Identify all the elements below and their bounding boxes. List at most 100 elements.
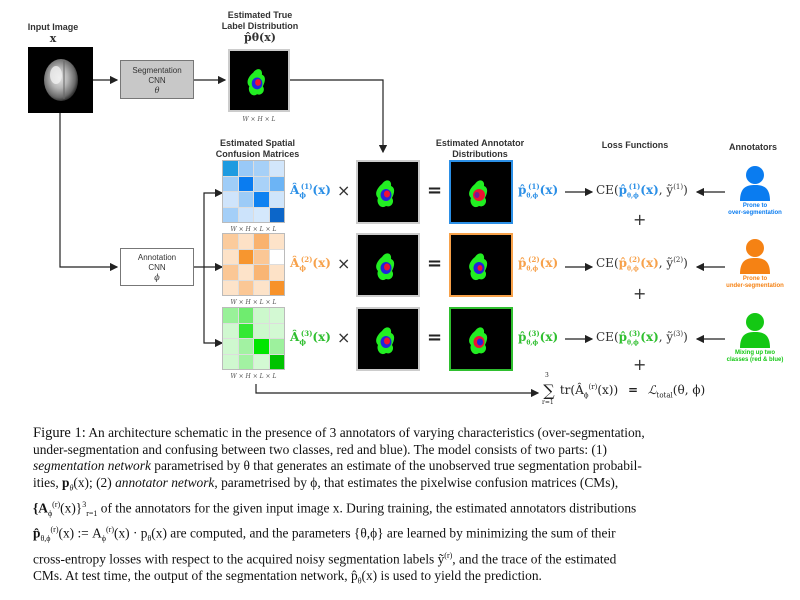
caption-p-hat-sup: (r) (50, 525, 59, 535)
cm-cell (269, 192, 284, 207)
cm-cell (223, 207, 238, 222)
cm-cell (254, 323, 269, 338)
cm-cell (238, 339, 253, 354)
input-image-title: Input Image x (27, 22, 79, 45)
trace-term: tr(Â (559, 383, 584, 397)
annotator-label-2: Prone to under-segmentation (726, 276, 784, 289)
cm-cell (254, 354, 269, 369)
times-sign-1: × (337, 181, 351, 200)
loss-functions-header: Loss Functions (601, 140, 669, 150)
trace-arg: (x)) (597, 383, 619, 397)
seg-red-region (384, 263, 390, 271)
times-sign-3: × (337, 328, 351, 347)
cm-cell (238, 249, 253, 264)
cm-label-1: Âϕ(1)(x) (290, 182, 331, 200)
caption-p2-sub: θ (147, 534, 152, 544)
caption-line-8: CMs. At test time, the output of the seg… (33, 567, 358, 583)
caption-p-hat-sub: θ,ϕ (40, 534, 51, 544)
annotator-distributions-header: Estimated Annotator Distributions (435, 138, 525, 159)
caption-line-7-sup: (r) (444, 550, 453, 560)
cm-cell (223, 234, 238, 249)
caption-line-1: An architecture schematic in the presenc… (88, 425, 645, 440)
true-label-copy-3 (356, 307, 420, 371)
true-label-copy-2 (356, 233, 420, 297)
caption-p-theta: p (62, 474, 70, 490)
confusion-matrix-1 (222, 160, 285, 223)
cm-cell (254, 192, 269, 207)
cm-cell (238, 234, 253, 249)
total-loss-sub: total (656, 391, 673, 400)
cm-cell (223, 176, 238, 191)
cm-cell (223, 265, 238, 280)
caption-def2: (x) · p (113, 525, 148, 541)
cm-cell (223, 161, 238, 176)
cm-cell (269, 234, 284, 249)
annotator-distribution-1 (449, 160, 513, 224)
total-loss-symbol: ℒ (647, 383, 657, 397)
plus-sign-2: + (633, 284, 647, 303)
cm-cell (269, 354, 284, 369)
cm-cell (269, 265, 284, 280)
annotator-person-icon-2 (738, 238, 772, 274)
cm-cell (269, 323, 284, 338)
equals-sign-1: = (427, 180, 443, 201)
seg-red-region (384, 190, 390, 198)
confusion-matrices-header: Estimated Spatial Confusion Matrices (215, 138, 300, 159)
sum-lower: r=1 (542, 399, 554, 406)
annotator-label-1: Prone to over-segmentation (728, 203, 782, 216)
cm-cell (238, 308, 253, 323)
cm-cell (223, 354, 238, 369)
seg-red-region (255, 79, 261, 86)
equals-sign-2: = (427, 253, 443, 274)
true-label-title: Estimated True Label Distribution p̂θ(x) (221, 10, 299, 44)
cm-label-2: Âϕ(2)(x) (290, 255, 331, 273)
true-label-segmentation (228, 49, 290, 112)
cm-cell (269, 161, 284, 176)
cm-cell (254, 176, 269, 191)
figure-caption: Figure 1: An architecture schematic in t… (33, 425, 778, 590)
caption-set-sup: (r) (52, 499, 61, 509)
cm-cell (269, 308, 284, 323)
caption-line-4-mid: (x); (2) (73, 474, 116, 490)
arrow-anncnn-to-cm3 (203, 267, 224, 348)
dist-label-1: p̂θ,ϕ(1)(x) (518, 182, 559, 200)
cm-cell (254, 280, 269, 295)
annotator-person-icon-1 (738, 165, 772, 201)
times-sign-2: × (337, 254, 351, 273)
trace-sub: ϕ (583, 391, 589, 400)
seg-red-region (384, 337, 390, 345)
input-mri-image (28, 47, 93, 113)
cm-cell (238, 176, 253, 191)
caption-set-sub: ϕ (47, 508, 53, 518)
caption-def: (x) := A (58, 525, 102, 541)
dist-label-3: p̂θ,ϕ(3)(x) (518, 329, 559, 347)
caption-line-3: parametrised by θ that generates an esti… (150, 458, 642, 473)
caption-p-theta-sub: θ (69, 483, 74, 493)
annotator-label-3: Mixing up two classes (red & blue) (726, 350, 784, 363)
caption-line-2: under-segmentation and confusing between… (33, 441, 608, 457)
cm-cell (254, 308, 269, 323)
annotators-header: Annotators (729, 142, 777, 152)
arrow-truelabel-to-product (290, 79, 388, 154)
cm-cell (223, 308, 238, 323)
caption-set-upper: 3 (82, 499, 87, 509)
cm-dims-2: W × H × L × L (230, 299, 277, 306)
caption-line-7-rest: , and the trace of the estimated (452, 551, 617, 567)
caption-a-sup: (r) (105, 525, 114, 535)
seg-blue-region (477, 338, 483, 346)
cm-cell (238, 265, 253, 280)
cm-dims-1: W × H × L × L (230, 226, 277, 233)
annotator-distribution-3 (449, 307, 513, 371)
equals-sign-3: = (427, 327, 443, 348)
cm-cell (238, 354, 253, 369)
seg-red-region (477, 265, 483, 271)
plus-sign-1: + (633, 210, 647, 229)
caption-set-lower: r=1 (86, 508, 98, 518)
caption-set-arg: (x)} (60, 500, 83, 516)
caption-a-sub: ϕ (101, 534, 106, 544)
cm-cell (254, 207, 269, 222)
caption-line-7: cross-entropy losses with respect to the… (33, 551, 445, 567)
cm-cell (269, 176, 284, 191)
caption-line-4-start: ities, (33, 474, 63, 490)
segmentation-cnn-box: Segmentation CNN θ (120, 60, 194, 99)
